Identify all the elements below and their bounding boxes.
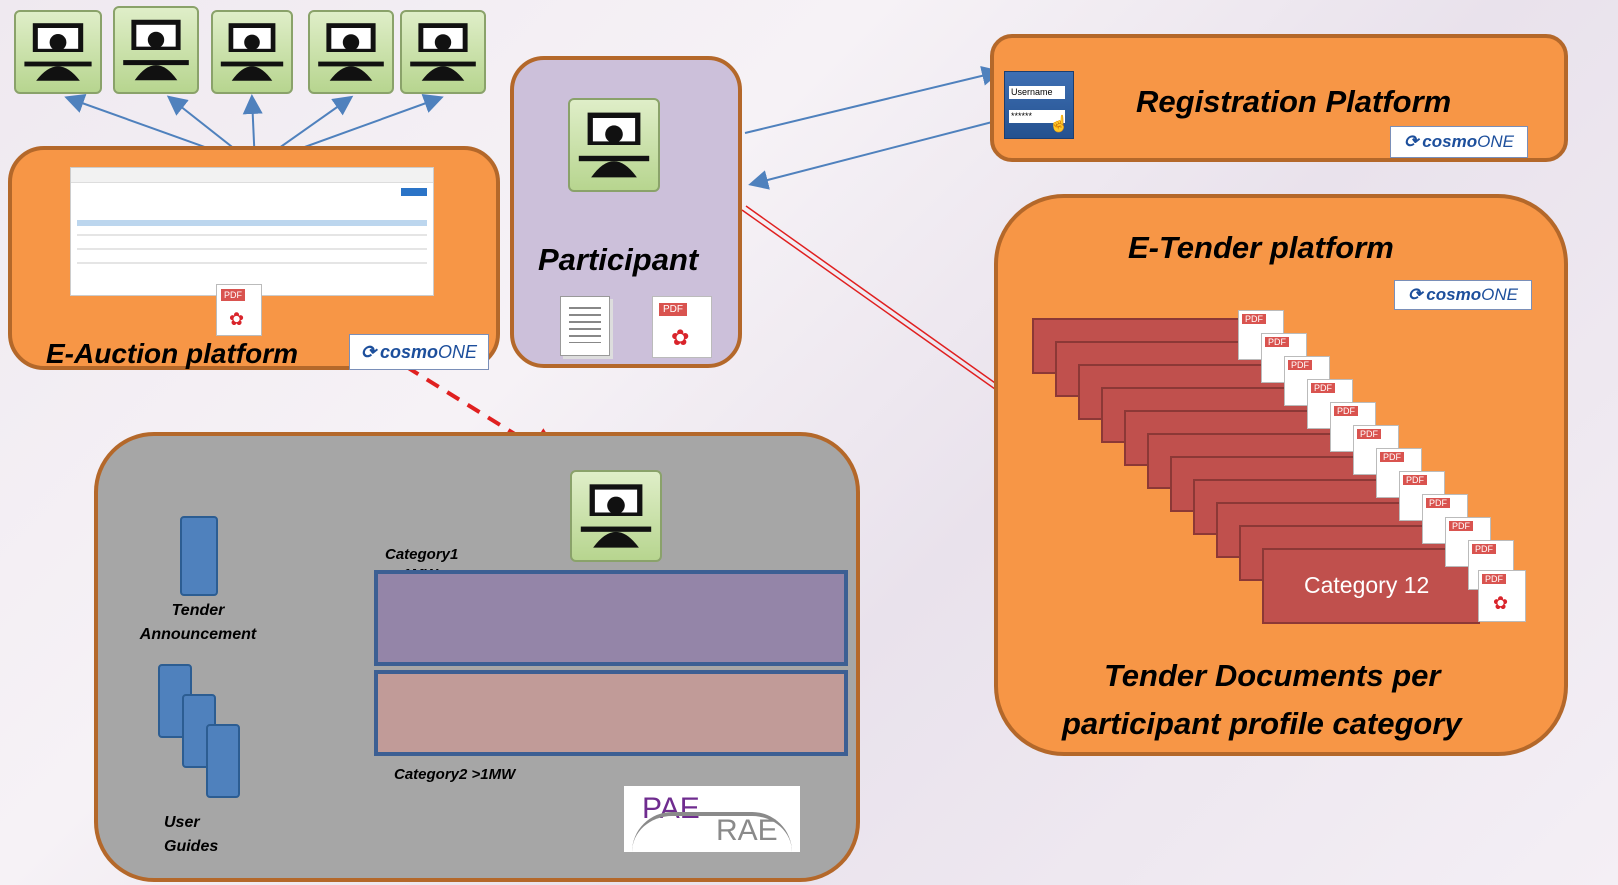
brand-word-b: ONE — [438, 341, 478, 362]
hand-cursor-icon: ☝ — [1049, 116, 1069, 133]
pdf-badge: PDF — [1472, 544, 1496, 554]
pdf-document-icon: PDF ✿ — [216, 284, 262, 336]
brand-swoosh-icon: ⟳ — [360, 341, 377, 362]
doc-lines — [569, 307, 601, 343]
brand-word-a: cosmo — [1422, 132, 1478, 151]
screenshot-row — [77, 248, 427, 250]
pdf-badge: PDF — [1242, 314, 1266, 324]
participant-screen-icon — [570, 470, 662, 562]
pdf-logo-mark: ✿ — [1493, 593, 1509, 613]
rae-panel: Category1 =<1MW Category2 >1MW Tender An… — [94, 432, 860, 882]
eauction-screenshot — [70, 167, 434, 296]
person-at-screen-glyph — [580, 484, 652, 548]
pdf-badge: PDF — [1403, 475, 1427, 485]
pdf-badge: PDF — [1334, 406, 1358, 416]
participant-screen-icon — [14, 10, 102, 94]
pdf-badge: PDF — [1449, 521, 1473, 531]
pdf-badge: PDF — [1357, 429, 1381, 439]
registration-title: Registration Platform — [1136, 84, 1452, 119]
pdf-document-icon: PDF ✿ — [1478, 570, 1526, 622]
brand-word-a: cosmo — [1426, 285, 1482, 304]
guide-scroll — [206, 724, 240, 798]
etender-title: E-Tender platform — [1128, 230, 1394, 265]
rae-logo: PAE RAE — [624, 786, 800, 852]
registration-panel: Username ****** ☝ Registration Platform … — [990, 34, 1568, 162]
brand-word-a: cosmo — [380, 341, 439, 362]
pdf-badge: PDF — [1482, 574, 1506, 584]
guides-label-line2: Guides — [164, 838, 219, 855]
pdf-document-icon: PDF ✿ — [652, 296, 712, 358]
person-at-screen-glyph — [24, 23, 92, 81]
pdf-badge: PDF — [1288, 360, 1312, 370]
pdf-logo-mark: ✿ — [671, 325, 690, 350]
category2-bar — [374, 670, 848, 756]
participant-title: Participant — [538, 242, 699, 277]
pdf-badge: PDF — [1265, 337, 1289, 347]
participant-screen-icon — [400, 10, 486, 94]
category-12-folder: Category 12 — [1262, 548, 1480, 624]
tender-label-line2: Announcement — [139, 626, 257, 643]
login-username-field: Username — [1009, 86, 1065, 99]
category1-bar — [374, 570, 848, 666]
etender-footer-line1: Tender Documents per — [1104, 658, 1441, 693]
document-stack-icon — [560, 296, 610, 356]
brand-swoosh-icon: ⟳ — [1408, 285, 1423, 304]
screenshot-row — [77, 234, 427, 236]
screenshot-button — [401, 188, 427, 196]
brand-word-b: ONE — [1481, 285, 1518, 304]
screenshot-row — [77, 262, 427, 264]
person-at-screen-glyph — [578, 112, 650, 178]
participant-screen-icon — [308, 10, 394, 94]
pdf-badge: PDF — [1426, 498, 1450, 508]
brand-swoosh-icon: ⟳ — [1404, 132, 1419, 151]
participant-panel: Participant PDF ✿ — [510, 56, 742, 368]
arrow-to-registration — [744, 66, 1002, 134]
participant-screen-icon — [568, 98, 660, 192]
pdf-badge: PDF — [1311, 383, 1335, 393]
brand-word-b: ONE — [1477, 132, 1514, 151]
tender-label-line1: Tender — [171, 602, 225, 619]
person-at-screen-glyph — [410, 23, 476, 81]
person-at-screen-glyph — [318, 23, 384, 81]
screenshot-header — [71, 168, 433, 183]
rae-logo-arc — [632, 812, 792, 852]
pdf-badge: PDF — [659, 303, 687, 316]
pdf-badge: PDF — [221, 289, 245, 301]
person-at-screen-glyph — [220, 23, 284, 81]
participant-screen-icon — [113, 6, 199, 94]
login-password-field: ****** — [1009, 110, 1065, 123]
category2-label: Category2 >1MW — [394, 766, 516, 783]
screenshot-bar — [77, 220, 427, 226]
pdf-badge: PDF — [1380, 452, 1404, 462]
pdf-logo-mark: ✿ — [229, 309, 245, 329]
eauction-title: E-Auction platform — [46, 338, 298, 369]
person-at-screen-glyph — [123, 19, 189, 81]
participant-screen-icon — [211, 10, 293, 94]
tender-scroll-icon — [180, 516, 218, 596]
guides-label-line1: User — [164, 814, 200, 831]
arrow-from-registration — [748, 119, 1001, 190]
category1-label-line1: Category1 — [385, 546, 459, 563]
etender-footer-line2: participant profile category — [1062, 706, 1462, 741]
category-12-label: Category 12 — [1304, 572, 1430, 598]
login-widget: Username ****** ☝ — [1004, 71, 1074, 139]
